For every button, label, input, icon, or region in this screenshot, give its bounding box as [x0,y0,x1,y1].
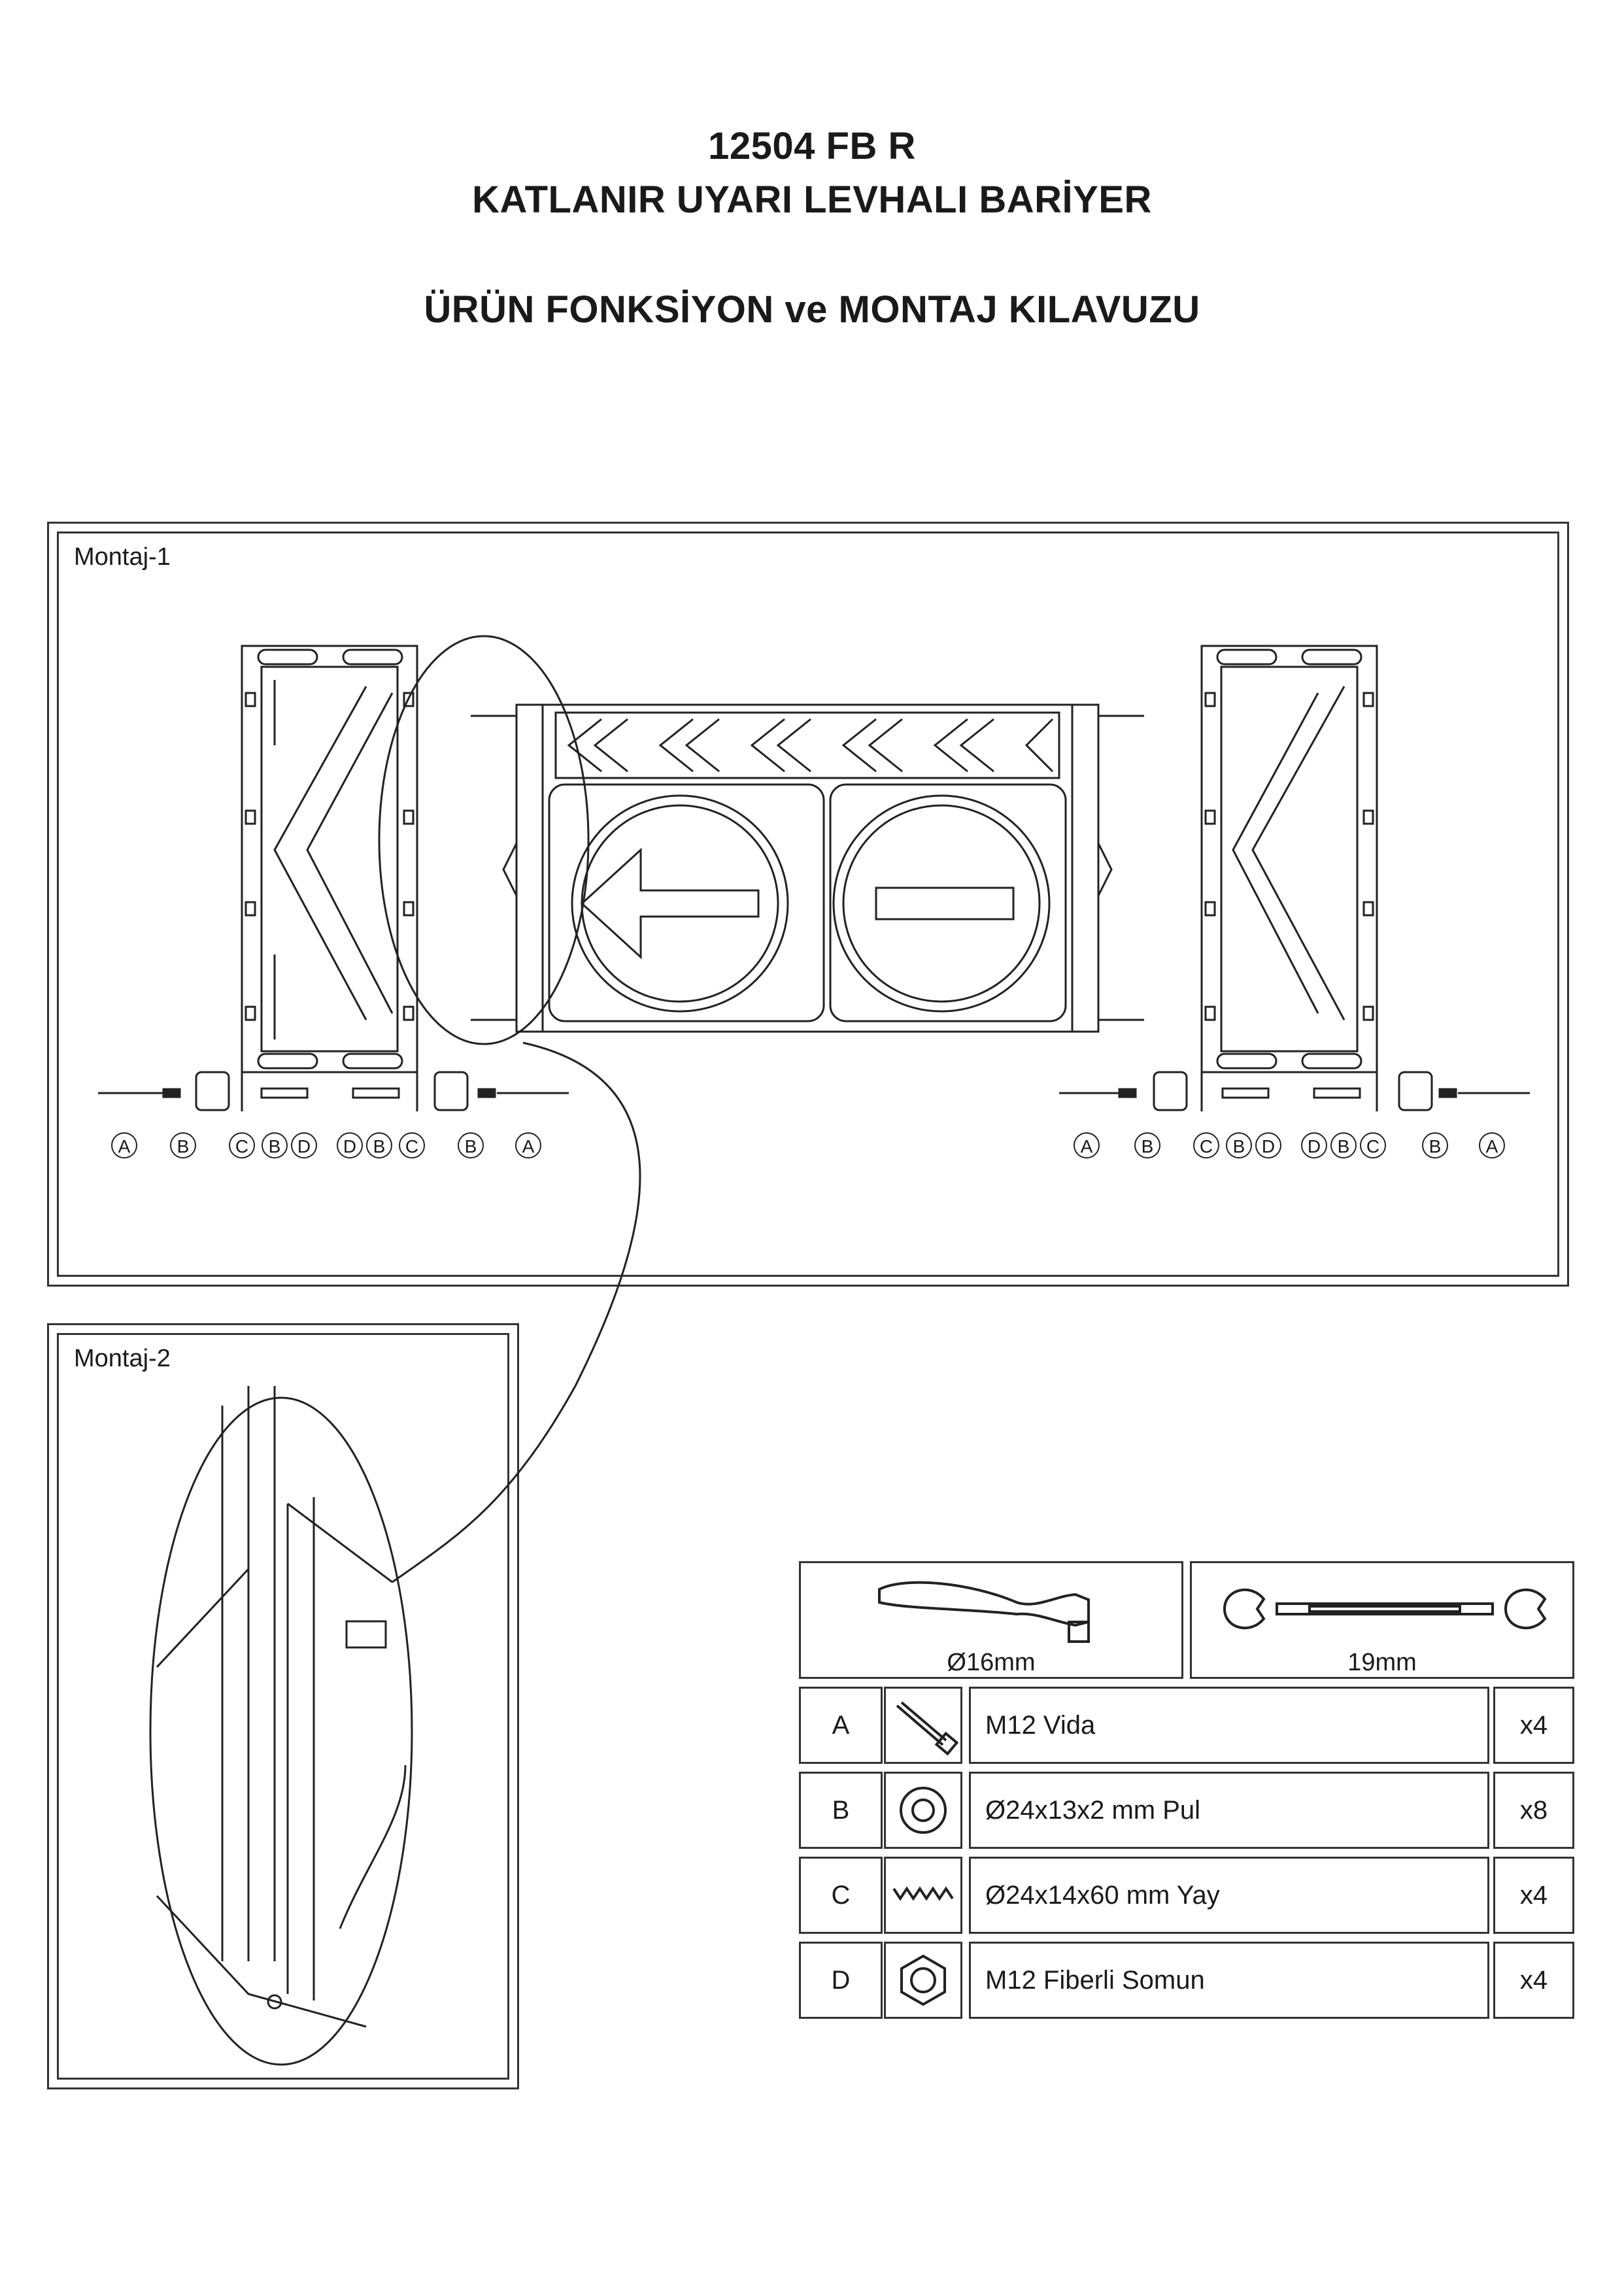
part-description: M12 Vida [969,1687,1489,1764]
part-code-c: C [799,1857,883,1934]
nut-icon [884,1942,962,2019]
callout-c: C [1360,1132,1386,1158]
callout-a: A [111,1132,137,1158]
montaj-2-inner-border [57,1333,509,2080]
part-description: M12 Fiberli Somun [969,1942,1489,2019]
montaj-2-label: Montaj-2 [74,1345,171,1372]
left-hardware-row [98,1071,569,1111]
left-side-panel [241,645,418,1111]
callout-c: C [229,1132,255,1158]
callout-b: B [170,1132,196,1158]
montaj-1-inner-border [57,532,1559,1277]
product-code: 12504 FB R [708,125,916,167]
callout-a: A [1479,1132,1505,1158]
wrench-icon [1223,1588,1547,1630]
part-quantity: x4 [1493,1942,1574,2019]
callout-b: B [366,1132,392,1158]
callout-c: C [399,1132,425,1158]
wrench-size: 19mm [1347,1649,1417,1676]
guide-title: ÜRÜN FONKSİYON ve MONTAJ KILAVUZU [424,288,1200,331]
montaj-1-label: Montaj-1 [74,543,171,571]
callout-b: B [1330,1132,1357,1158]
part-description: Ø24x13x2 mm Pul [969,1772,1489,1849]
detail-connector [392,1041,641,1583]
detail-ellipse-small [378,635,590,1045]
part-quantity: x4 [1493,1687,1574,1764]
right-hardware-row [1059,1071,1530,1111]
ratchet-size: Ø16mm [947,1649,1036,1676]
callout-d: D [337,1132,363,1158]
detail-ellipse-large [149,1396,413,2066]
part-description: Ø24x14x60 mm Yay [969,1857,1489,1934]
callout-d: D [291,1132,317,1158]
montaj-1-frame: Montaj-1 [47,522,1569,1287]
product-name: KATLANIR UYARI LEVHALI BARİYER [472,178,1152,221]
part-quantity: x4 [1493,1857,1574,1934]
center-barrier [471,703,1144,1033]
callout-b: B [262,1132,288,1158]
part-code-a: A [799,1687,883,1764]
montaj-2-frame: Montaj-2 [47,1323,519,2089]
callout-d: D [1255,1132,1281,1158]
part-quantity: x8 [1493,1772,1574,1849]
washer-icon [884,1772,962,1849]
callout-d: D [1301,1132,1327,1158]
callout-a: A [1074,1132,1100,1158]
ratchet-icon [878,1581,1090,1643]
callout-a: A [515,1132,541,1158]
callout-b: B [1134,1132,1160,1158]
part-code-d: D [799,1942,883,2019]
callout-b: B [1422,1132,1448,1158]
part-code-b: B [799,1772,883,1849]
callout-c: C [1193,1132,1219,1158]
tool-ratchet-box: Ø16mm [799,1561,1183,1679]
callout-b: B [458,1132,484,1158]
callout-b: B [1226,1132,1252,1158]
tool-wrench-box: 19mm [1190,1561,1574,1679]
montaj-2-detail [156,1386,407,2028]
bolt-icon [884,1687,962,1764]
right-side-panel [1200,645,1378,1111]
spring-icon [884,1857,962,1934]
